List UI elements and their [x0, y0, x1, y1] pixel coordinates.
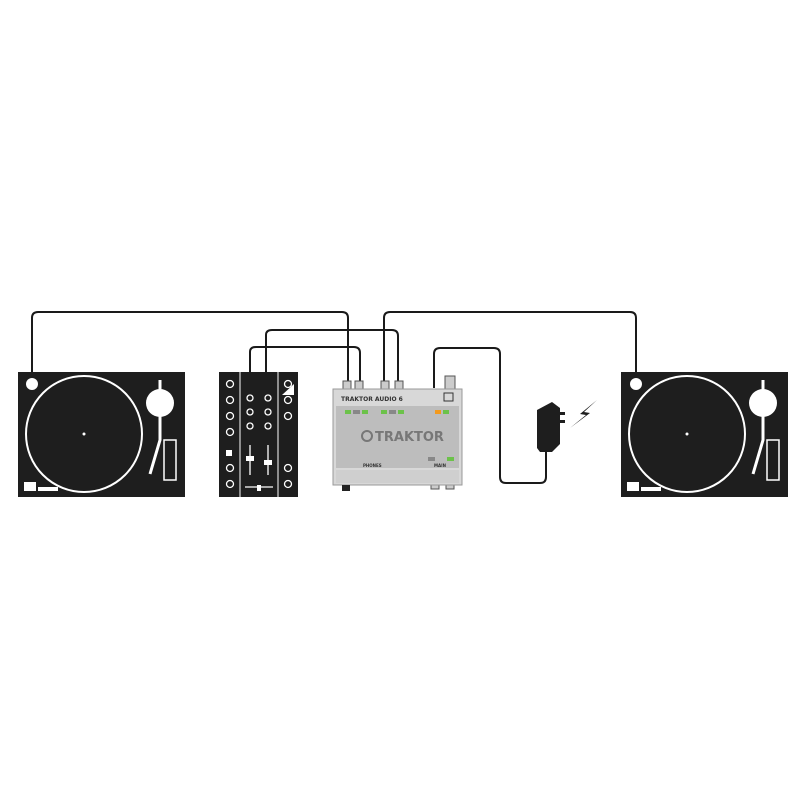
cable-mixer-1 — [249, 346, 361, 388]
turntable-left — [18, 372, 185, 497]
brand-label: TRAKTOR AUDIO 6 — [341, 396, 403, 403]
cables — [31, 311, 637, 484]
audio-interface: TRAKTOR AUDIO 6 TRAKTOR PHONES MAIN — [332, 375, 463, 491]
cable-right-turntable — [383, 311, 637, 388]
power-adapter-icon — [537, 402, 565, 452]
cable-left-turntable — [31, 311, 349, 388]
cable-power — [433, 347, 547, 484]
lightning-bolt-icon — [570, 400, 597, 428]
main-label: MAIN — [434, 463, 446, 468]
cable-mixer-2 — [265, 329, 399, 388]
mixer — [219, 372, 298, 497]
phones-label: PHONES — [363, 463, 382, 468]
turntable-right — [621, 372, 788, 497]
logo-text: TRAKTOR — [375, 430, 444, 445]
